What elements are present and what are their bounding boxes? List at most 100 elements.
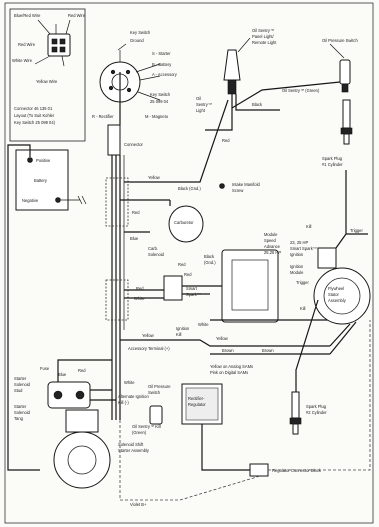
leader (329, 43, 345, 59)
label-white-wire: White Wire (12, 58, 33, 63)
oil-pressure-switch-2 (149, 405, 163, 425)
label-yellow-wire: Yellow Wire (36, 79, 58, 84)
rectifier-1: Rectifier- (188, 396, 205, 401)
smart-spark-out (182, 285, 222, 295)
label-white-mod: White (198, 322, 209, 327)
label-connector: Connector (124, 142, 144, 147)
module-label-2: Speed (264, 238, 277, 243)
label-kill-2: Kill (300, 306, 306, 311)
inset-leaders (34, 19, 71, 67)
carburetor-group: Black (Gnd.) Intake Manifold Screw Carbu… (148, 182, 260, 267)
module-label-3: Advance (264, 244, 281, 249)
oil-sentry-light-1: Oil (196, 96, 201, 101)
key-terminal (125, 69, 131, 75)
alt-ign-1: Alternate Ignition (118, 394, 149, 399)
label-black: Black (252, 102, 263, 107)
oil-sentry-panel-2: Panel Light/ (252, 34, 274, 39)
oil-pressure-1: Oil Pressure (148, 384, 171, 389)
oil-sentry-group: Oil Sentry™ Panel Light/ Remote Light Oi… (196, 28, 358, 167)
label-yellow-acc: Yellow (142, 333, 154, 338)
intake-label-1: Intake Manifold (232, 182, 260, 187)
diagram-border (4, 2, 374, 524)
oil-pressure-switch (339, 59, 351, 85)
starter-stud-1: Starter (14, 376, 27, 381)
label-oil-sentry-green: Oil Sentry™ (Green) (282, 88, 320, 93)
lower-harness: Yellow Accessory Terminal (+) Yellow Bro… (120, 333, 330, 375)
key-switch-battery: B - Battery (152, 62, 172, 67)
label-red-bot: Red (78, 368, 86, 373)
label-white-bot: White (124, 380, 135, 385)
flywheel-2: Stator (328, 292, 340, 297)
battery: Positive Battery Negative (7, 144, 87, 471)
spark-plug-2-label-2: #2 Cylinder (306, 410, 327, 415)
label-red-top: Red (222, 138, 230, 143)
trunk-sleeve (105, 177, 129, 227)
stator-leads (329, 321, 357, 355)
label-red-left: Red (136, 286, 144, 291)
ign-module-1: Ignition (290, 264, 304, 269)
spark-plug-2-body (291, 391, 300, 419)
label-red-mid: Red (178, 262, 186, 267)
key-switch-starter: S - Starter (152, 51, 171, 56)
spark-plug-2-hex (289, 417, 302, 425)
label-reg-block: Regulator Connector Block (272, 468, 322, 473)
spark-plug-2-tip (292, 423, 299, 435)
label-brown-1: Brown (222, 348, 234, 353)
starter-tang-3: Tang (14, 416, 24, 421)
module-label-1: Module (264, 232, 278, 237)
oil-sentry-light-3: Light (196, 108, 206, 113)
oil-sentry-panel-light (223, 49, 241, 81)
label-trigger: Trigger (350, 228, 363, 233)
label-blue-red-wire: Blue/Red Wire (14, 13, 41, 18)
oil-sentry-light-2: Sentry™ (196, 102, 212, 107)
label-red-wire-2: Red Wire (18, 42, 36, 47)
stator-return (268, 320, 371, 471)
regulator-connector-block (249, 463, 269, 477)
analog-note-1: Yellow on Analog SAMs (210, 364, 253, 369)
starter-solenoid (47, 381, 91, 409)
battery-label: Battery (34, 178, 48, 183)
spark-lead-1 (335, 170, 368, 249)
rectifier-fins (185, 387, 219, 421)
starter-group: Starter Solenoid Stud Blue Fuse Red Star… (14, 359, 150, 489)
oil-sentry-kill-2: (Green) (132, 430, 147, 435)
label-blue: Blue (130, 236, 139, 241)
battery-negative: Negative (22, 198, 39, 203)
label-red-small: Red (184, 272, 192, 277)
spark-plug-2-label-1: Spark Plug (306, 404, 327, 409)
label-black-gnd: Black (Gnd.) (178, 186, 201, 191)
battery-positive-cable (7, 144, 40, 471)
starter-tang-2: Solenoid (14, 410, 31, 415)
oil-sentry-panel-3: Remote Light (252, 40, 277, 45)
solenoid-shift-2: Starter Assembly (118, 448, 150, 453)
positive-terminal (27, 157, 33, 163)
starter-stud-2: Solenoid (14, 382, 31, 387)
connector-inset: Blue/Red Wire Red Wire Red Wire White Wi… (9, 8, 86, 142)
oil-switch-thread (341, 83, 349, 93)
label-carburetor: Carburetor (174, 220, 194, 225)
speed-advance-module: Module Speed Advance 25,26 HP (221, 232, 281, 323)
label-red-wire: Red Wire (68, 13, 86, 18)
yellow-trunk-run (124, 99, 229, 183)
smart-spark-connector (163, 275, 183, 301)
key-terminal (126, 87, 132, 93)
starter-stud-3: Stud (14, 388, 23, 393)
spark-lead-2 (295, 299, 319, 392)
starter-motor (53, 431, 111, 489)
rectifier-2: Regulator (188, 402, 206, 407)
harness-connector (107, 124, 121, 156)
oil-red-wire (205, 94, 233, 131)
hp-label-1: 23, 25 HP (290, 240, 308, 245)
key-label-leaders (119, 63, 161, 120)
key-ground-lead (117, 43, 127, 62)
negative-ground (61, 195, 87, 205)
spark-plug-1-tip (343, 133, 350, 145)
hp-label-3: Ignition (290, 252, 304, 257)
inset-caption-1: Connector 46 135 01 (14, 106, 53, 111)
key-switch-magneto: M - Magneto (145, 114, 169, 119)
flywheel (313, 267, 371, 325)
connector-pin (59, 38, 66, 45)
spark-plug-1-label-2: #1 Cylinder (322, 162, 343, 167)
label-fuse: Fuse (40, 366, 50, 371)
flywheel-3: Assembly (328, 298, 347, 303)
